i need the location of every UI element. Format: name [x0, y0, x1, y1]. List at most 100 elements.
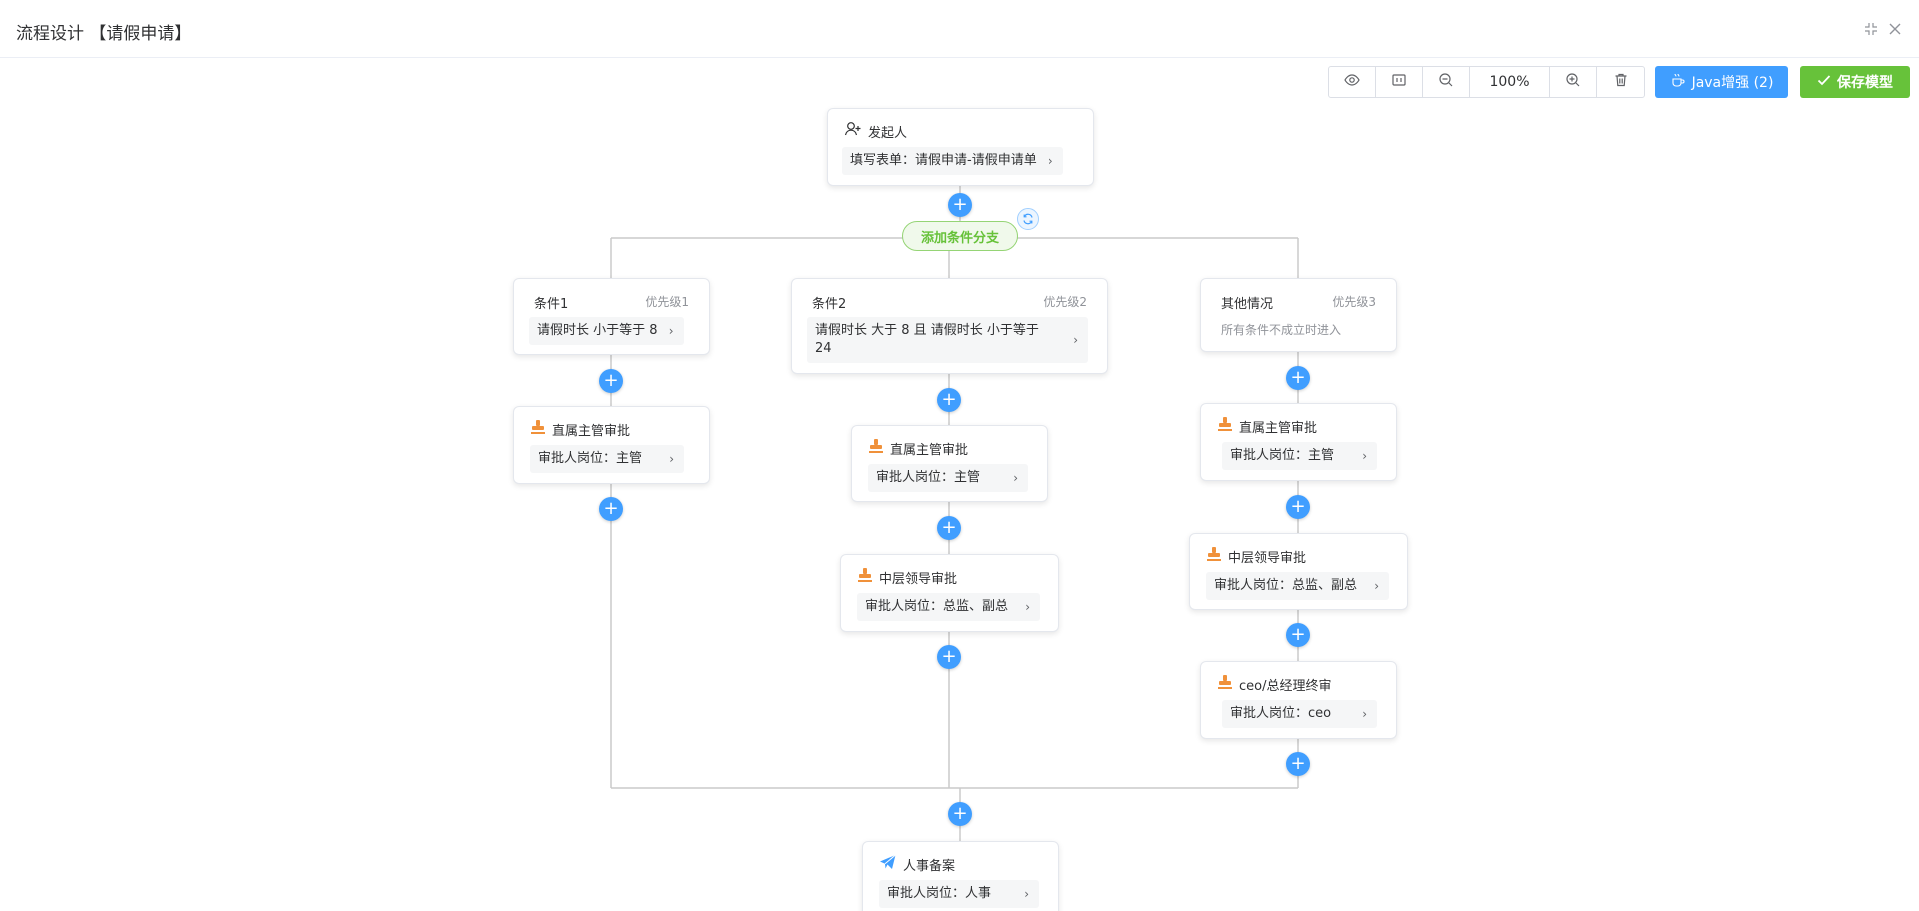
starter-body-text: 填写表单：请假申请-请假申请单	[850, 153, 1037, 168]
page-title: 流程设计 【请假申请】	[16, 24, 192, 44]
zoom-in-button[interactable]	[1550, 67, 1597, 97]
condition-node-2[interactable]: 条件2 优先级2 请假时长 大于 8 且 请假时长 小于等于 24 ›	[791, 278, 1108, 374]
starter-node[interactable]: 发起人 填写表单：请假申请-请假申请单 ›	[827, 108, 1094, 186]
condition-setting-2[interactable]: 请假时长 大于 8 且 请假时长 小于等于 24 ›	[807, 317, 1088, 363]
chevron-right-icon: ›	[1024, 887, 1029, 901]
chevron-right-icon: ›	[1362, 449, 1367, 463]
condition-body-2-line1: 请假时长 大于 8 且 请假时长 小于等于	[815, 323, 1039, 338]
condition-node-1[interactable]: 条件1 优先级1 请假时长 小于等于 8 ›	[513, 278, 710, 355]
add-node-button[interactable]: +	[599, 497, 623, 521]
fit-screen-icon	[1391, 72, 1407, 92]
trash-icon	[1613, 72, 1629, 92]
stamp-icon	[530, 419, 546, 439]
approver-head: 直属主管审批	[868, 438, 968, 458]
add-node-button[interactable]: +	[937, 516, 961, 540]
fit-view-button[interactable]	[1376, 67, 1423, 97]
zoom-in-icon	[1565, 72, 1581, 92]
approver-setting[interactable]: 审批人岗位：ceo ›	[1222, 700, 1377, 728]
approver-head: 直属主管审批	[1217, 416, 1317, 436]
plus-icon: +	[941, 646, 957, 667]
chevron-right-icon: ›	[1047, 154, 1053, 168]
approver-node[interactable]: 中层领导审批 审批人岗位：总监、副总 ›	[840, 554, 1059, 632]
approver-node[interactable]: ceo/总经理终审 审批人岗位：ceo ›	[1200, 661, 1397, 739]
chevron-right-icon: ›	[668, 324, 674, 338]
starter-form-setting[interactable]: 填写表单：请假申请-请假申请单 ›	[842, 147, 1063, 175]
approver-node[interactable]: 直属主管审批 审批人岗位：主管 ›	[513, 406, 710, 484]
stamp-icon	[1217, 416, 1233, 436]
condition-head-2: 条件2	[812, 293, 846, 312]
approver-body: 审批人岗位：主管	[538, 451, 643, 466]
close-icon[interactable]	[1884, 18, 1906, 40]
add-node-button[interactable]: +	[937, 388, 961, 412]
refresh-icon[interactable]	[1017, 208, 1039, 230]
java-enhance-button[interactable]: Java增强 (2)	[1655, 66, 1788, 98]
stamp-icon	[1206, 546, 1222, 566]
approver-title: 直属主管审批	[890, 442, 969, 458]
compress-icon[interactable]	[1860, 18, 1882, 40]
zoom-level: 100%	[1470, 67, 1550, 97]
preview-button[interactable]	[1329, 67, 1376, 97]
final-node[interactable]: 人事备案 审批人岗位：人事 ›	[862, 841, 1059, 911]
priority-label-3: 优先级3	[1332, 295, 1376, 309]
approver-node[interactable]: 直属主管审批 审批人岗位：主管 ›	[851, 425, 1048, 502]
approver-body: 审批人岗位：主管	[876, 470, 981, 485]
chevron-right-icon: ›	[1013, 471, 1018, 485]
condition-node-3[interactable]: 其他情况 优先级3 所有条件不成立时进入	[1200, 278, 1397, 352]
condition-body-1: 请假时长 小于等于 8	[537, 323, 658, 338]
add-node-button[interactable]: +	[599, 369, 623, 393]
condition-title-2: 条件2	[812, 297, 847, 312]
chevron-right-icon: ›	[1073, 333, 1078, 347]
approver-body: 审批人岗位：ceo	[1230, 706, 1332, 721]
chevron-right-icon: ›	[1374, 579, 1379, 593]
approver-title: 直属主管审批	[1239, 420, 1318, 436]
plus-icon: +	[941, 517, 957, 538]
zoom-toolbar: 100%	[1328, 66, 1645, 98]
plus-icon: +	[603, 498, 619, 519]
plus-icon: +	[1290, 624, 1306, 645]
starter-title: 发起人	[868, 125, 908, 141]
plus-icon: +	[941, 389, 957, 410]
approver-title: 中层领导审批	[879, 571, 958, 587]
chevron-right-icon: ›	[669, 452, 674, 466]
approver-node[interactable]: 直属主管审批 审批人岗位：主管 ›	[1200, 403, 1397, 481]
approver-body: 审批人岗位：主管	[1230, 448, 1335, 463]
add-node-button[interactable]: +	[1286, 366, 1310, 390]
send-icon	[879, 854, 897, 874]
condition-setting-1[interactable]: 请假时长 小于等于 8 ›	[529, 317, 684, 345]
add-node-button[interactable]: +	[1286, 752, 1310, 776]
add-condition-branch-button[interactable]: 添加条件分支	[902, 221, 1018, 251]
approver-setting[interactable]: 审批人岗位：总监、副总 ›	[857, 593, 1040, 621]
zoom-out-icon	[1438, 72, 1454, 92]
plus-icon: +	[1290, 367, 1306, 388]
approver-body: 审批人岗位：总监、副总	[865, 599, 1009, 614]
save-model-button[interactable]: 保存模型	[1800, 66, 1910, 98]
condition-body-2-line2: 24	[815, 341, 832, 356]
starter-head: 发起人	[844, 121, 907, 141]
zoom-out-button[interactable]	[1423, 67, 1470, 97]
approver-node[interactable]: 中层领导审批 审批人岗位：总监、副总 ›	[1189, 533, 1408, 610]
final-setting[interactable]: 审批人岗位：人事 ›	[879, 880, 1039, 908]
add-node-button[interactable]: +	[1286, 495, 1310, 519]
condition-head-3: 其他情况	[1221, 293, 1273, 312]
plus-icon: +	[952, 194, 968, 215]
clear-button[interactable]	[1597, 67, 1644, 97]
approver-setting[interactable]: 审批人岗位：总监、副总 ›	[1206, 572, 1389, 600]
condition-hint-3: 所有条件不成立时进入	[1221, 323, 1342, 337]
add-node-button[interactable]: +	[937, 645, 961, 669]
add-node-button[interactable]: +	[948, 802, 972, 826]
approver-setting[interactable]: 审批人岗位：主管 ›	[868, 464, 1028, 492]
approver-head: 直属主管审批	[530, 419, 630, 439]
condition-head-1: 条件1	[534, 293, 568, 312]
final-head: 人事备案	[879, 854, 955, 874]
plus-icon: +	[1290, 753, 1306, 774]
approver-setting[interactable]: 审批人岗位：主管 ›	[530, 445, 684, 473]
add-node-button[interactable]: +	[948, 193, 972, 217]
final-title: 人事备案	[903, 858, 956, 874]
approver-head: ceo/总经理终审	[1217, 674, 1331, 694]
add-node-button[interactable]: +	[1286, 623, 1310, 647]
chevron-right-icon: ›	[1025, 600, 1030, 614]
approver-title: ceo/总经理终审	[1239, 678, 1332, 694]
condition-title-3: 其他情况	[1221, 297, 1274, 312]
plus-icon: +	[1290, 496, 1306, 517]
approver-setting[interactable]: 审批人岗位：主管 ›	[1222, 442, 1377, 470]
